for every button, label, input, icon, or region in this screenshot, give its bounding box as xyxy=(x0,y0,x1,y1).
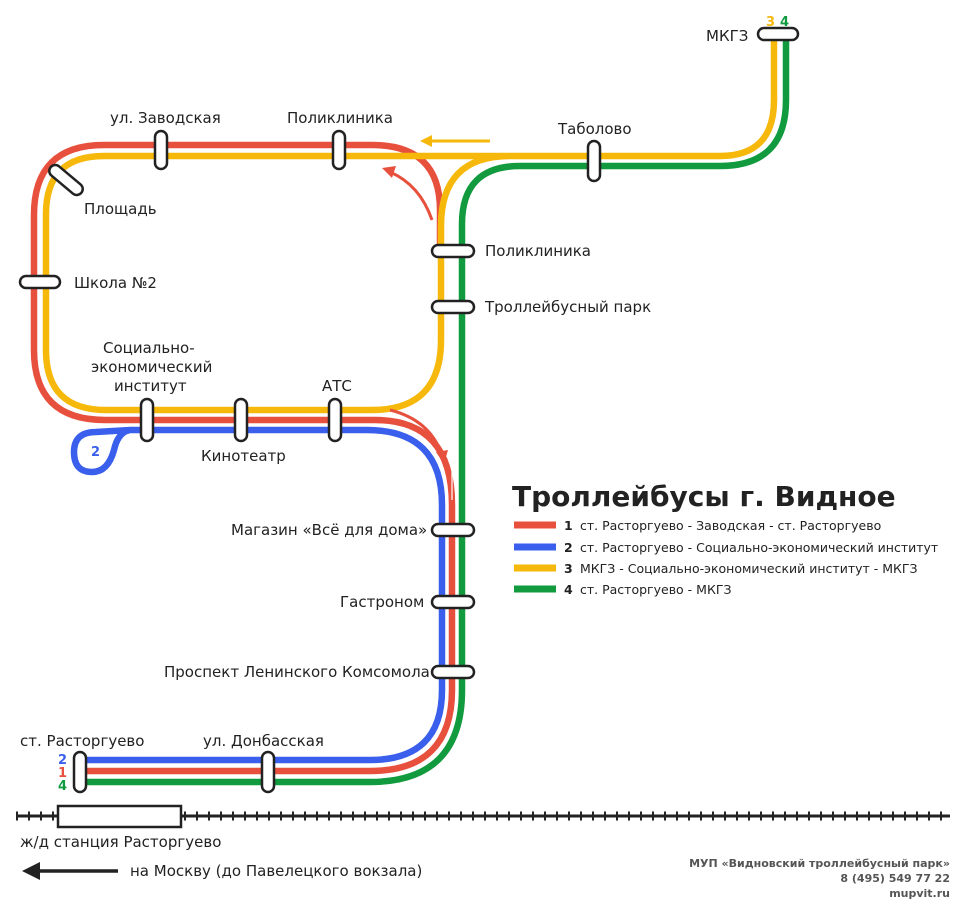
legend-text-4: ст. Расторгуево - МКГЗ xyxy=(580,582,731,597)
stop-marker-magazin[interactable] xyxy=(430,522,476,538)
stop-marker-kinoteatr[interactable] xyxy=(233,397,249,443)
stop-label-rastorguevo: ст. Расторгуево xyxy=(20,732,144,750)
legend-num-3: 3 xyxy=(564,561,573,576)
footer-site[interactable]: mupvit.ru xyxy=(889,887,950,900)
stop-label-poliklinika-right: Поликлиника xyxy=(485,242,591,260)
stop-label-donbasskaya: ул. Донбасская xyxy=(203,732,324,750)
route-number-mkgz-4: 4 xyxy=(780,15,789,30)
route-number-rast-2: 2 xyxy=(58,753,67,768)
footer-phone: 8 (495) 549 77 22 xyxy=(840,872,950,885)
route-1-line xyxy=(30,141,456,775)
route-number-rast-1: 1 xyxy=(58,766,67,781)
route-number-mkgz-3: 3 xyxy=(766,15,775,30)
stop-marker-zavodskaya[interactable] xyxy=(153,129,169,171)
route-3-line xyxy=(42,34,778,414)
stop-label-ploshchad: Площадь xyxy=(84,200,157,218)
legend-num-4: 4 xyxy=(564,582,573,597)
moscow-direction-label: на Москву (до Павелецкого вокзала) xyxy=(130,862,422,880)
direction-arrow-curve-top xyxy=(382,166,434,221)
stop-marker-park[interactable] xyxy=(430,299,476,315)
stop-marker-ats[interactable] xyxy=(327,397,343,443)
stop-marker-poliklinika-top[interactable] xyxy=(331,129,347,171)
route-2-line xyxy=(70,426,446,764)
stop-label-kinoteatr: Кинотеатр xyxy=(201,447,286,465)
legend-text-1: ст. Расторгуево - Заводская - ст. Растор… xyxy=(580,518,881,533)
stop-label-tabolovo: Таболово xyxy=(557,120,632,138)
stop-marker-shkola[interactable] xyxy=(18,274,62,290)
stop-marker-ploshchad[interactable] xyxy=(47,163,85,198)
legend-num-2: 2 xyxy=(564,540,573,555)
stop-label-zavodskaya: ул. Заводская xyxy=(110,109,221,127)
stop-marker-institut[interactable] xyxy=(139,397,155,443)
railway-station-building[interactable] xyxy=(56,804,183,829)
stop-label-gastronom: Гастроном xyxy=(340,593,424,611)
legend: 1 ст. Расторгуево - Заводская - ст. Раст… xyxy=(514,518,938,597)
stop-marker-rastorguevo[interactable] xyxy=(72,750,88,794)
stop-label-mkgz: МКГЗ xyxy=(706,27,748,45)
direction-arrow-left xyxy=(420,135,490,147)
stop-label-institut-1: Социально- xyxy=(103,339,195,357)
stop-marker-mkgz[interactable] xyxy=(756,26,800,42)
stop-marker-tabolovo[interactable] xyxy=(586,139,602,183)
direction-arrow-curve-bottom xyxy=(389,408,448,464)
stop-label-poliklinika-top: Поликлиника xyxy=(287,109,393,127)
stop-label-prospekt: Проспект Ленинского Комсомола xyxy=(164,663,430,681)
legend-text-2: ст. Расторгуево - Социально-экономически… xyxy=(580,540,938,555)
stop-label-shkola: Школа №2 xyxy=(74,274,157,292)
legend-text-3: МКГЗ - Социально-экономический институт … xyxy=(580,561,918,576)
route-number-loop-2: 2 xyxy=(91,445,100,460)
direction-arrow-moscow-icon xyxy=(22,862,118,880)
railway-station-label: ж/д станция Расторгуево xyxy=(20,833,221,851)
route-number-rast-4: 4 xyxy=(58,779,67,794)
stop-label-park: Троллейбусный парк xyxy=(484,298,651,316)
stop-marker-donbasskaya[interactable] xyxy=(260,750,276,794)
stop-marker-gastronom[interactable] xyxy=(430,594,476,610)
stop-marker-prospekt[interactable] xyxy=(430,664,476,680)
stop-marker-poliklinika-right[interactable] xyxy=(430,243,476,259)
stop-label-institut-2: экономический xyxy=(91,358,212,376)
route-4-line xyxy=(80,34,790,786)
stop-label-ats: АТС xyxy=(322,377,352,395)
legend-num-1: 1 xyxy=(564,518,573,533)
stop-label-institut-3: институт xyxy=(114,377,187,395)
stop-label-magazin: Магазин «Всё для дома» xyxy=(231,521,427,539)
footer-org: МУП «Видновский троллейбусный парк» xyxy=(689,857,950,870)
map-title: Троллейбусы г. Видное xyxy=(512,480,896,513)
